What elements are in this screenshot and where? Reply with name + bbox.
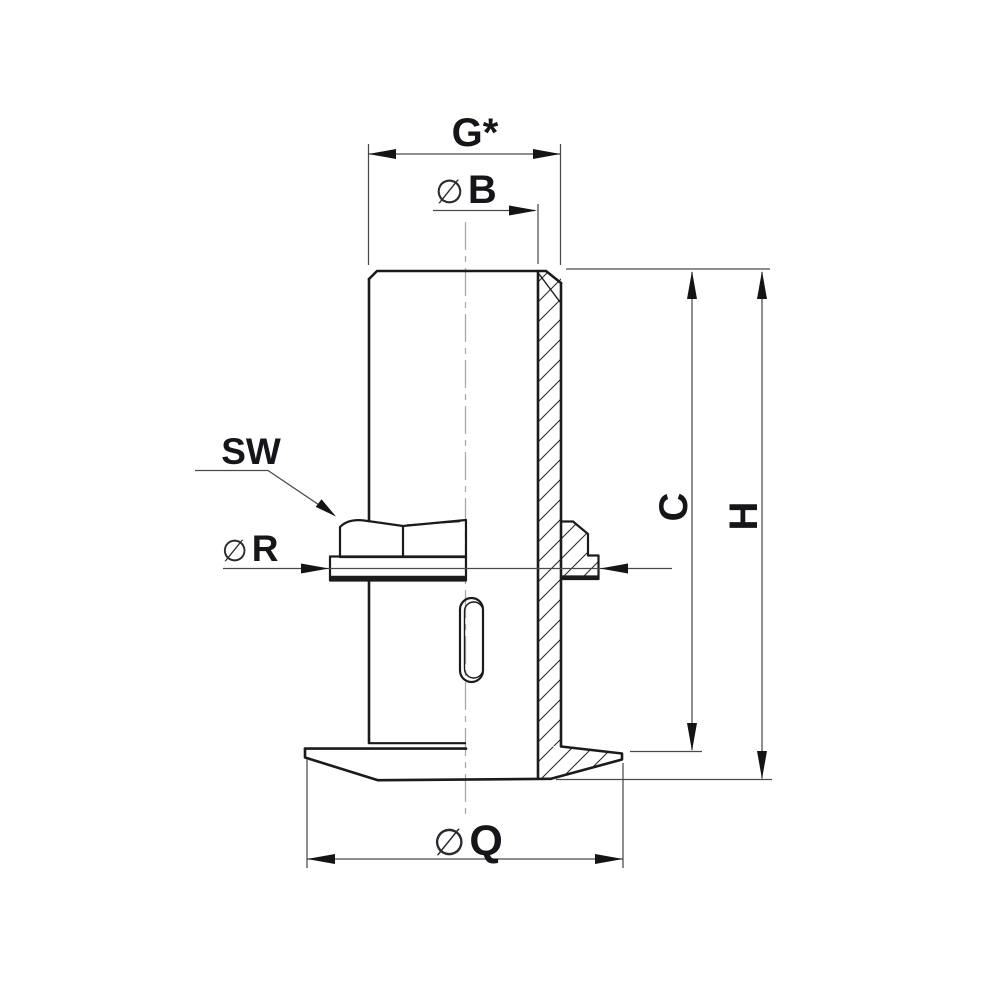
flange-bottom-edge [376, 777, 553, 782]
arrowhead-h-bottom [757, 751, 767, 779]
dimension-r: ∅R [222, 528, 672, 574]
label-q-diameter-symbol: ∅ [433, 822, 465, 863]
label-q: ∅Q [433, 817, 503, 865]
dimension-h: H [722, 271, 767, 779]
arrowhead-sw [315, 499, 336, 517]
section-hatching [538, 272, 622, 779]
sw-leader: SW [195, 431, 336, 517]
label-q-letter: Q [469, 817, 502, 865]
arrowhead-b [509, 205, 537, 216]
dimensions: G* ∅B SW ∅R C [195, 111, 772, 868]
label-b: ∅B [435, 168, 497, 212]
arrowhead-g-right [533, 149, 561, 159]
bottom-flange [303, 745, 624, 782]
flange-right-cone [549, 745, 624, 781]
hex-nut [338, 518, 468, 559]
label-r-letter: R [252, 528, 279, 569]
hex-nut-chamfer-line [406, 520, 461, 526]
arrowhead-r-right [600, 563, 628, 574]
arrowhead-c-bottom [687, 723, 697, 751]
nut-section-outline [561, 520, 600, 581]
label-c: C [652, 493, 696, 522]
flange-left-cone [303, 747, 380, 782]
label-g-star: G* [452, 111, 499, 155]
dimension-b: ∅B [433, 168, 537, 216]
arrowhead-r-left [301, 563, 329, 574]
wall-slot [458, 596, 485, 684]
thread-chamfer-line [538, 273, 561, 303]
arrowhead-c-top [687, 271, 697, 299]
sw-leader-line [195, 469, 335, 516]
label-r-diameter-symbol: ∅ [222, 535, 248, 568]
arrowhead-q-left [307, 854, 335, 864]
label-r: ∅R [222, 528, 279, 569]
dimension-q: ∅Q [307, 817, 623, 865]
label-h: H [722, 502, 766, 531]
nut-section-hatch [561, 521, 599, 579]
slot-inner-outline [463, 601, 484, 679]
label-b-diameter-symbol: ∅ [435, 173, 464, 210]
dimension-g-star: G* [368, 111, 561, 159]
arrowhead-q-right [595, 854, 623, 864]
wall-section-hatch [538, 272, 561, 746]
flange-section-hatch [538, 746, 622, 779]
label-sw: SW [221, 431, 281, 472]
nut-washer-section [561, 520, 600, 581]
slot-outer-outline [458, 596, 485, 684]
label-b-letter: B [468, 168, 497, 212]
dimension-c: C [652, 271, 697, 751]
fitting-body [303, 269, 624, 782]
arrowhead-g-left [368, 149, 396, 159]
tube-top-edge [367, 269, 563, 285]
arrowhead-h-top [757, 271, 767, 299]
